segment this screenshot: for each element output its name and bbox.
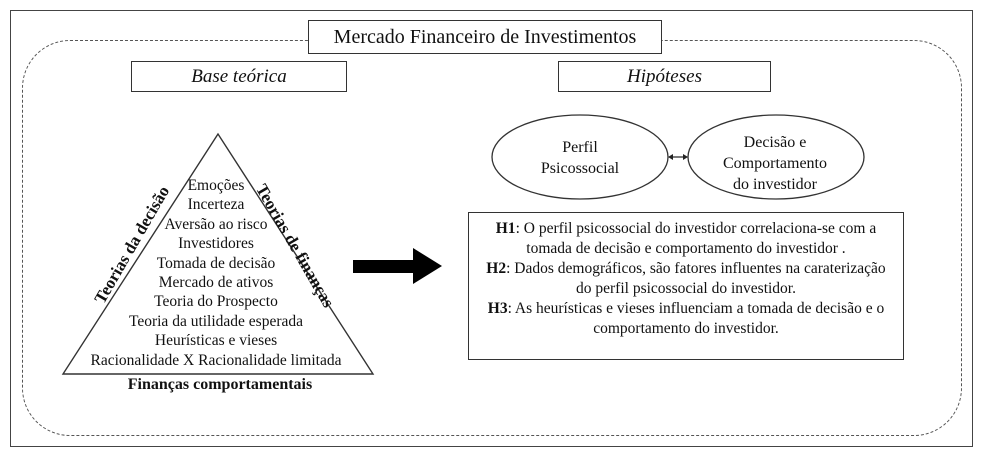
ellipse-perfil-line2: Psicossocial — [540, 160, 620, 177]
ellipse-decisao-line2: Comportamento — [723, 155, 827, 172]
hypothesis-h2: H2: Dados demográficos, são fatores infl… — [477, 259, 895, 299]
pyramid-item-list: Emoções Incerteza Aversão ao risco Inves… — [66, 176, 366, 370]
hypotheses-box: H1: O perfil psicossocial do investidor … — [468, 212, 904, 360]
pyramid-item: Mercado de ativos — [158, 274, 274, 292]
pyramid-item: Teoria da utilidade esperada — [128, 312, 304, 330]
ellipse-perfil-text: Perfil Psicossocial — [500, 137, 660, 179]
h2-text: : Dados demográficos, são fatores influe… — [506, 260, 886, 297]
big-arrow — [353, 248, 442, 284]
diagram-title: Mercado Financeiro de Investimentos — [308, 20, 662, 54]
h3-tag: H3 — [487, 300, 508, 317]
pyramid-item: Investidores — [178, 235, 254, 253]
ellipse-decisao-text: Decisão e Comportamento do investidor — [690, 132, 860, 195]
hipoteses-label: Hipóteses — [558, 61, 771, 92]
ellipse-decisao-line1: Decisão e — [743, 134, 807, 151]
h1-tag: H1 — [495, 220, 516, 237]
pyramid-item: Tomada de decisão — [156, 254, 276, 272]
ellipse-decisao-line3: do investidor — [733, 176, 817, 193]
pyramid-item: Aversão ao risco — [164, 215, 268, 233]
h1-text: : O perfil psicossocial do investidor co… — [515, 220, 877, 257]
pyramid-base-label: Finanças comportamentais — [127, 376, 313, 393]
pyramid-triangle — [61, 132, 375, 375]
pyramid-item: Teoria do Prospecto — [154, 293, 278, 311]
ellipse-perfil-line1: Perfil — [562, 139, 598, 156]
outer-frame — [10, 10, 973, 447]
pyramid-item: Racionalidade X Racionalidade limitada — [90, 351, 342, 369]
hypothesis-h1: H1: O perfil psicossocial do investidor … — [477, 219, 895, 259]
double-arrow — [668, 154, 688, 160]
base-teorica-label: Base teórica — [131, 61, 347, 92]
h3-text: : As heurísticas e vieses influenciam a … — [507, 300, 885, 337]
pyramid-item: Incerteza — [187, 196, 245, 214]
hypothesis-h3: H3: As heurísticas e vieses influenciam … — [477, 299, 895, 339]
pyramid-item: Heurísticas e vieses — [154, 332, 278, 350]
h2-tag: H2 — [486, 260, 507, 277]
pyramid-item: Emoções — [187, 177, 245, 194]
